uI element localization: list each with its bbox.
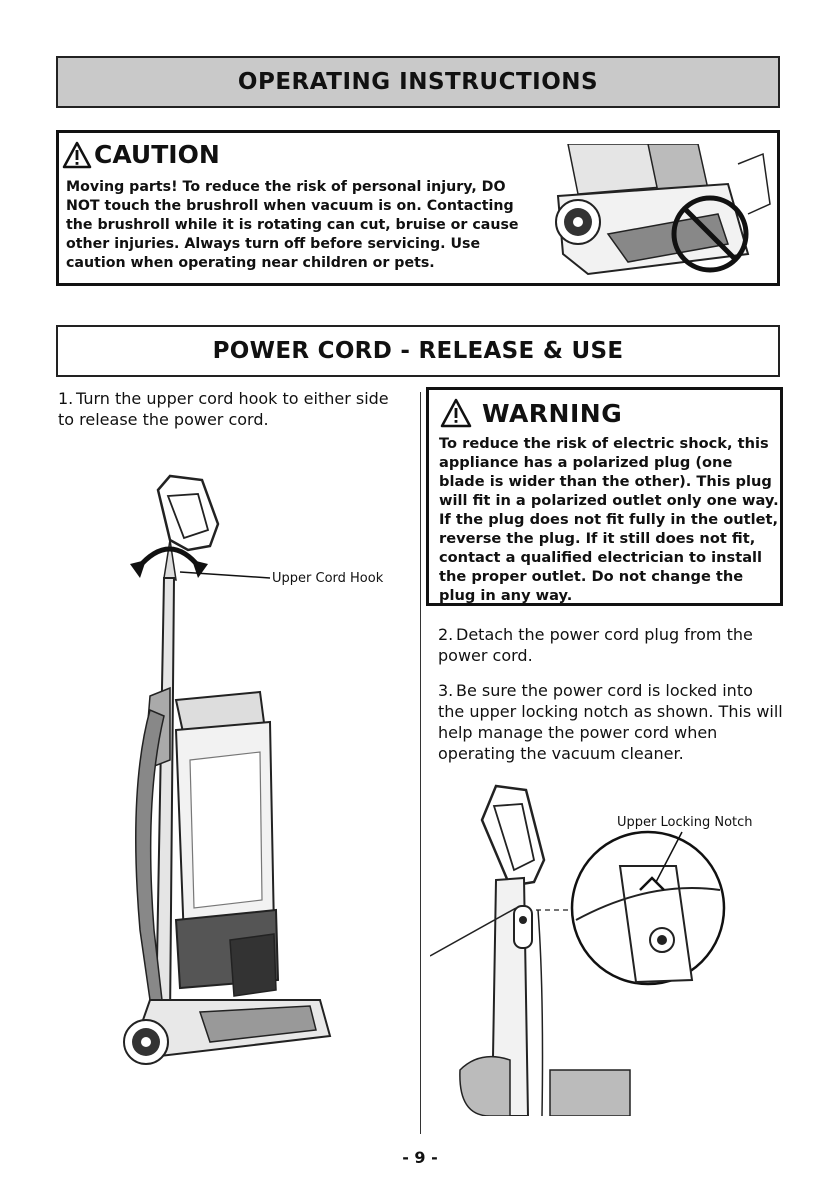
warning-box bbox=[426, 387, 783, 606]
caution-text: Moving parts! To reduce the risk of pers… bbox=[66, 179, 519, 271]
upper-locking-notch-label: Upper Locking Notch bbox=[617, 815, 753, 830]
section-header-bar: POWER CORD - RELEASE & USE bbox=[56, 325, 780, 377]
page-title: OPERATING INSTRUCTIONS bbox=[237, 69, 599, 95]
step-2: 2.Detach the power cord plug from the po… bbox=[438, 624, 783, 666]
step-3: 3.Be sure the power cord is locked into … bbox=[438, 680, 783, 764]
caution-triangle-icon bbox=[62, 141, 92, 168]
step-number: 3. bbox=[438, 681, 454, 700]
column-divider bbox=[420, 392, 421, 1134]
warning-heading: WARNING bbox=[440, 398, 622, 428]
step-text: Be sure the power cord is locked into th… bbox=[438, 681, 783, 763]
caution-title: CAUTION bbox=[94, 140, 220, 169]
step-number: 1. bbox=[58, 389, 74, 408]
upper-cord-hook-label: Upper Cord Hook bbox=[272, 571, 384, 586]
warning-text: To reduce the risk of electric shock, th… bbox=[439, 435, 779, 604]
warning-triangle-icon bbox=[440, 398, 472, 428]
warning-title: WARNING bbox=[482, 398, 623, 428]
step-text: Turn the upper cord hook to either side … bbox=[58, 389, 389, 429]
caution-heading: CAUTION bbox=[62, 140, 220, 169]
upright-vacuum-illustration bbox=[123, 474, 332, 1065]
step-number: 2. bbox=[438, 625, 454, 644]
upper-locking-notch-illustration bbox=[430, 784, 726, 1116]
page-header-bar: OPERATING INSTRUCTIONS bbox=[56, 56, 780, 108]
step-text: Detach the power cord plug from the powe… bbox=[438, 625, 753, 665]
section-title: POWER CORD - RELEASE & USE bbox=[212, 338, 624, 364]
caution-box bbox=[56, 130, 780, 286]
step-1: 1.Turn the upper cord hook to either sid… bbox=[58, 388, 403, 430]
page-number: - 9 - bbox=[402, 1148, 438, 1167]
brushroll-prohibited-illustration bbox=[555, 144, 771, 276]
